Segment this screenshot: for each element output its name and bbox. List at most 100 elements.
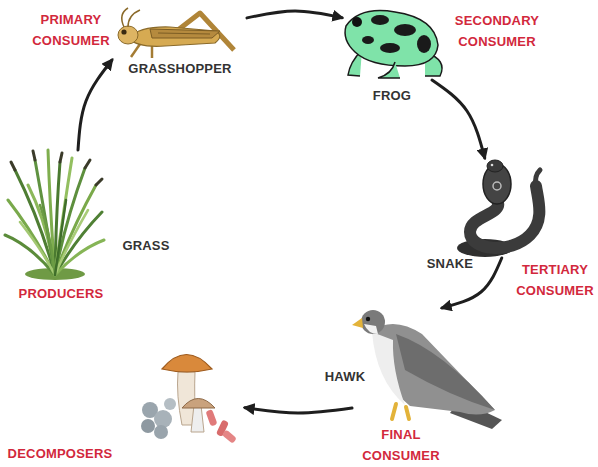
- hawk-head: [361, 310, 385, 334]
- bacteria-rod: [216, 419, 229, 436]
- frog-back-leg: [425, 52, 442, 76]
- trophic-role-label: PRODUCERS: [11, 283, 111, 304]
- trophic-role-label: PRIMARY CONSUMER: [25, 9, 117, 51]
- hawk-beak: [352, 318, 363, 328]
- grass-blade: [8, 200, 55, 275]
- grass-blade: [48, 150, 55, 275]
- trophic-role-label: DECOMPOSERS: [5, 443, 115, 464]
- seed-head: [96, 179, 102, 185]
- spore: [142, 402, 158, 418]
- grass-blade: [55, 200, 66, 275]
- frog-body: [345, 11, 438, 66]
- grass-blade: [55, 185, 96, 275]
- mushroom-stem: [178, 372, 197, 425]
- frog-leg: [378, 62, 400, 78]
- grasshopper-eye: [121, 29, 126, 34]
- flow-arrow: [245, 408, 352, 413]
- spore: [141, 419, 155, 433]
- wing-vein: [158, 33, 210, 34]
- consumer-node: HAWKFINAL CONSUMER: [352, 308, 502, 430]
- organism-name: GRASSHOPPER: [120, 58, 240, 79]
- flow-arrow: [247, 11, 342, 18]
- grass-blade: [55, 210, 88, 275]
- grass-blade: [55, 158, 72, 275]
- frog-spot: [417, 35, 431, 53]
- hind-leg: [165, 13, 234, 50]
- frog-front-leg: [348, 50, 362, 76]
- snake-illustration: [457, 160, 540, 257]
- grasshopper-head: [118, 26, 138, 44]
- snake-hood: [483, 164, 511, 204]
- hawk-eye: [366, 317, 370, 321]
- spore: [154, 425, 168, 439]
- grass-blade: [20, 222, 55, 275]
- organism-name: SNAKE: [415, 253, 485, 274]
- snake-eye: [491, 164, 494, 167]
- grasshopper-body: [128, 27, 220, 46]
- hawk-body: [372, 324, 495, 415]
- trophic-role-label: FINAL CONSUMER: [359, 424, 443, 466]
- snake-body: [470, 186, 539, 248]
- hawk-face: [364, 324, 378, 334]
- grass-blade: [55, 168, 85, 275]
- snake-head: [487, 160, 503, 172]
- organism-name: HAWK: [310, 366, 380, 387]
- seed-head: [85, 160, 90, 168]
- grass-blade: [55, 240, 104, 275]
- leg: [131, 44, 140, 57]
- seed-head: [33, 151, 35, 160]
- antenna: [128, 10, 140, 27]
- mushroom-cap: [162, 355, 212, 373]
- frog-illustration: [345, 11, 442, 78]
- organism-name: GRASS: [106, 235, 186, 256]
- grass-blade: [35, 160, 55, 275]
- mushroom-stem: [191, 405, 204, 432]
- frog-spot: [371, 15, 389, 25]
- grass-blade: [15, 170, 55, 275]
- grass-blade: [40, 205, 55, 275]
- spore: [164, 398, 176, 410]
- grass-tuft: [5, 150, 104, 280]
- frog-eye: [352, 17, 362, 27]
- producer-node: GRASSPRODUCERS: [5, 150, 105, 280]
- frog-spot: [394, 24, 416, 36]
- grass-blade: [55, 162, 60, 275]
- bacteria-rod: [222, 429, 237, 443]
- grasshopper-illustration: [118, 8, 234, 58]
- grass-blade: [5, 235, 55, 275]
- trophic-role-label: SECONDARY CONSUMER: [448, 10, 546, 52]
- consumer-node: SECONDARY CONSUMERFROG: [342, 4, 442, 80]
- hood-mark: [493, 182, 501, 190]
- flow-arrow: [78, 60, 112, 150]
- decomposer-node: DECOMPOSERS: [140, 345, 245, 440]
- organism-name: FROG: [352, 85, 432, 106]
- consumer-node: PRIMARY CONSUMERGRASSHOPPER: [112, 6, 247, 60]
- grass-blade: [28, 185, 55, 275]
- mushroom-cap: [182, 399, 215, 409]
- grasshopper-wing: [150, 29, 220, 38]
- hawk-tail: [450, 400, 502, 429]
- grass-blade: [55, 212, 102, 275]
- frog-spot: [362, 36, 374, 44]
- snake-tail: [536, 170, 541, 186]
- flow-arrow: [432, 80, 485, 158]
- seed-head: [11, 162, 15, 170]
- frog-spot: [380, 43, 400, 53]
- spore: [154, 410, 172, 428]
- seed-head: [60, 153, 62, 162]
- hawk-illustration: [352, 310, 502, 429]
- snake-coil: [457, 239, 513, 257]
- hawk-chest: [372, 332, 405, 405]
- antenna: [122, 8, 128, 27]
- leg: [151, 46, 154, 58]
- bacteria-rod: [205, 409, 217, 426]
- hawk-feet: [392, 404, 409, 419]
- hawk-wing: [396, 334, 495, 410]
- grass-base: [25, 268, 85, 280]
- decomposers-illustration: [141, 355, 237, 444]
- consumer-node: SNAKETERTIARY CONSUMER: [455, 158, 540, 258]
- trophic-role-label: TERTIARY CONSUMER: [513, 259, 597, 301]
